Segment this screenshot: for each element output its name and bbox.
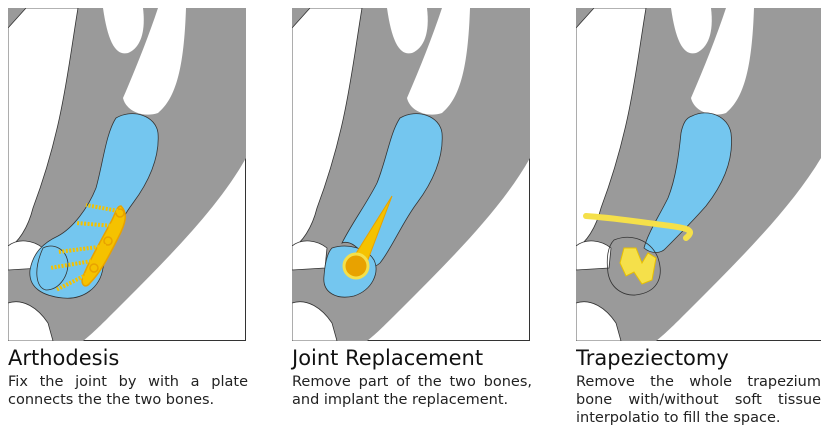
- joint-replacement-illustration: [292, 8, 530, 341]
- procedure-description: Remove the whole trapezium bone with/wit…: [576, 373, 821, 427]
- procedure-title: Joint Replacement: [292, 346, 532, 370]
- arthrodesis-caption: Arthodesis Fix the joint by with a plate…: [8, 346, 248, 409]
- implant-head: [344, 254, 368, 278]
- arthrodesis-illustration: [8, 8, 246, 341]
- trapezium-outline: [576, 241, 611, 270]
- trapeziectomy-illustration: [576, 8, 821, 341]
- procedure-description: Remove part of the two bones, and implan…: [292, 373, 532, 409]
- joint-replacement-caption: Joint Replacement Remove part of the two…: [292, 346, 532, 409]
- procedure-title: Arthodesis: [8, 346, 248, 370]
- trapezium-outline: [292, 241, 327, 270]
- arthrodesis-panel: [8, 8, 246, 341]
- procedure-description: Fix the joint by with a plate connects t…: [8, 373, 248, 409]
- joint-replacement-panel: [292, 8, 530, 341]
- trapeziectomy-caption: Trapeziectomy Remove the whole trapezium…: [576, 346, 821, 427]
- trapeziectomy-panel: [576, 8, 821, 341]
- procedure-title: Trapeziectomy: [576, 346, 821, 370]
